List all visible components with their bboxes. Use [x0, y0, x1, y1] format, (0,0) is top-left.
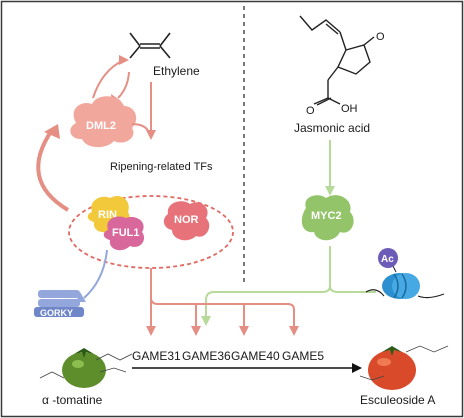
dml2-cycle-arrowhead-up — [119, 55, 129, 65]
ful1-protein-blob — [103, 216, 145, 251]
gorky-transporter — [34, 290, 84, 317]
nor-label: NOR — [174, 214, 199, 226]
alpha-tomatine-label: α -tomatine — [42, 393, 103, 407]
tf-cluster-outline — [68, 195, 234, 269]
game31-label: GAME31 — [132, 349, 181, 363]
myc2-to-histone-path — [329, 285, 376, 293]
jasmonic-acid-structure — [299, 15, 375, 106]
green-tomato-icon — [62, 348, 106, 388]
dml2-protein-blob — [70, 96, 137, 148]
dml2-label: DML2 — [86, 120, 116, 132]
gorky-label: GORKY — [40, 308, 73, 318]
tomatine-molecule — [39, 353, 133, 379]
feedback-arrow-head — [44, 124, 60, 139]
myc2-regulation-path — [205, 246, 331, 316]
nor-protein-blob — [163, 201, 210, 241]
game36-red-arrowhead — [191, 326, 201, 336]
tfs-regulation-path — [150, 268, 295, 326]
dml2-cycle-arrow-up — [92, 59, 125, 99]
nucleosome — [365, 263, 445, 299]
ethylene-label: Ethylene — [153, 64, 200, 78]
myc2-label: MYC2 — [311, 210, 342, 222]
hydroxyl-label: OH — [341, 103, 358, 115]
game36-green-arrowhead — [201, 316, 211, 326]
myc2-protein-blob — [301, 195, 354, 241]
esculeoside-molecule — [359, 345, 449, 381]
ketone-oxygen-label: O — [376, 31, 385, 43]
acetyl-label: Ac — [381, 254, 394, 265]
tfs-to-gorky-arrow — [83, 249, 108, 299]
rin-label: RIN — [98, 209, 117, 221]
game40-label: GAME40 — [231, 349, 280, 363]
game40-arrowhead — [239, 326, 249, 336]
dml2-to-tfs-arrow — [131, 123, 151, 137]
jasmonic-acid-label: Jasmonic acid — [294, 121, 370, 135]
ripening-tfs-label: Ripening-related TFs — [110, 161, 213, 173]
acetyl-badge — [378, 248, 398, 268]
game5-label: GAME5 — [282, 349, 324, 363]
ful1-label: FUL1 — [112, 227, 140, 239]
acid-oxygen-label: O — [306, 105, 315, 117]
pathway-arrow-head — [352, 363, 362, 373]
ja-to-myc2-arrow-head — [325, 186, 335, 196]
red-tomato-icon — [368, 346, 416, 390]
game36-label: GAME36 — [182, 349, 231, 363]
ethylene-structure — [129, 32, 171, 59]
game31-arrowhead — [146, 326, 156, 336]
dml2-cycle-arrow-down — [117, 71, 130, 99]
game5-arrowhead — [289, 326, 299, 336]
esculeoside-a-label: Esculeoside A — [360, 393, 435, 407]
feedback-arrow-shaft — [36, 128, 70, 212]
